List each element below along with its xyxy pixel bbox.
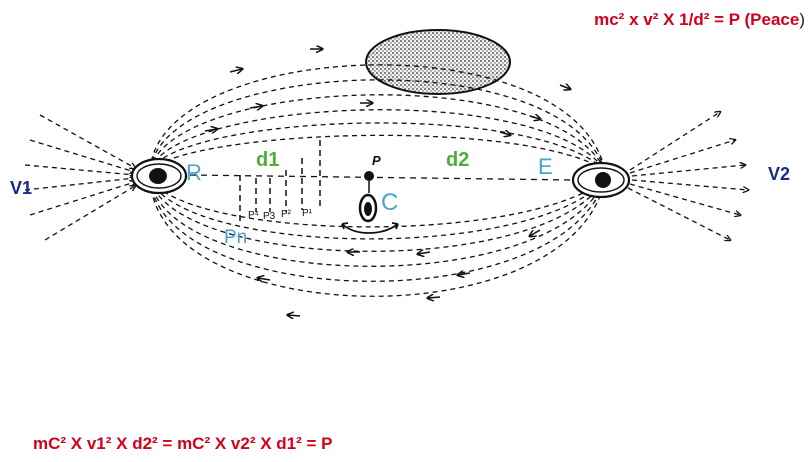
label-v1: V1 (10, 178, 32, 198)
top-equation: mc² x v² X 1/d² = P (Peace) (594, 10, 805, 30)
label-p: P (372, 153, 381, 168)
top-equation-text: mc² x v² X 1/d² = P (Peace (594, 10, 799, 29)
r-to-e-line (190, 175, 575, 180)
bottom-equation: mC² X v1² X d2² = mC² X v2² X d1² = P (33, 434, 332, 454)
label-pn: Pn (224, 227, 247, 248)
label-p2: P² (281, 209, 292, 220)
label-v2: V2 (768, 164, 790, 184)
right-outgoing-rays (628, 112, 748, 240)
label-e: E (538, 154, 553, 179)
label-p3: P3 (263, 211, 276, 222)
left-eye-icon (132, 159, 186, 193)
label-c: C (381, 189, 398, 216)
label-p4: P⁴ (248, 210, 259, 221)
lower-arrows (258, 230, 540, 316)
label-p1: P¹ (302, 208, 313, 219)
dotted-region (366, 30, 510, 94)
top-equation-paren: ) (799, 10, 805, 29)
label-d2: d2 (446, 149, 469, 171)
label-d1: d1 (256, 149, 279, 171)
right-eye-icon (573, 163, 629, 197)
label-r: R (186, 160, 202, 185)
left-incoming-rays (25, 115, 135, 240)
lower-field-lines (150, 180, 605, 296)
